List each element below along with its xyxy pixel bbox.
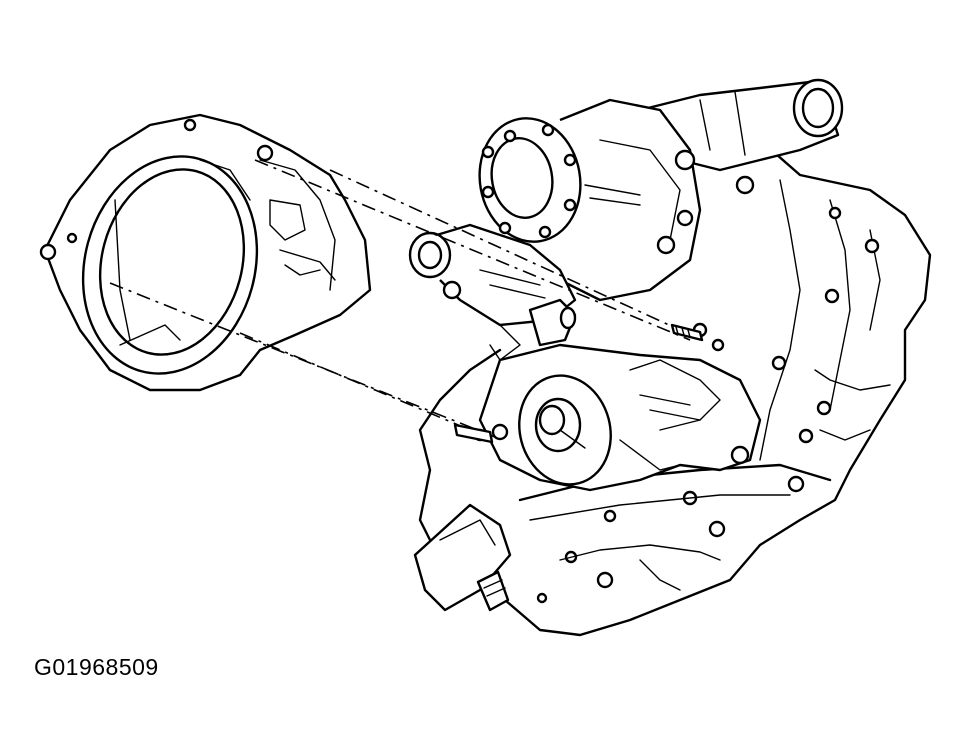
alignment-lines	[109, 159, 691, 438]
lower-bracket	[413, 503, 512, 612]
figure-code-label: G01968509	[34, 654, 159, 680]
mounting-bolts	[453, 323, 704, 444]
oil-pump-front-cover	[473, 322, 762, 492]
timing-chain-cover	[39, 113, 372, 392]
water-pump	[478, 98, 755, 302]
engine-block	[418, 118, 932, 637]
sensor-switch	[489, 298, 577, 361]
coolant-inlet-port	[408, 223, 577, 327]
